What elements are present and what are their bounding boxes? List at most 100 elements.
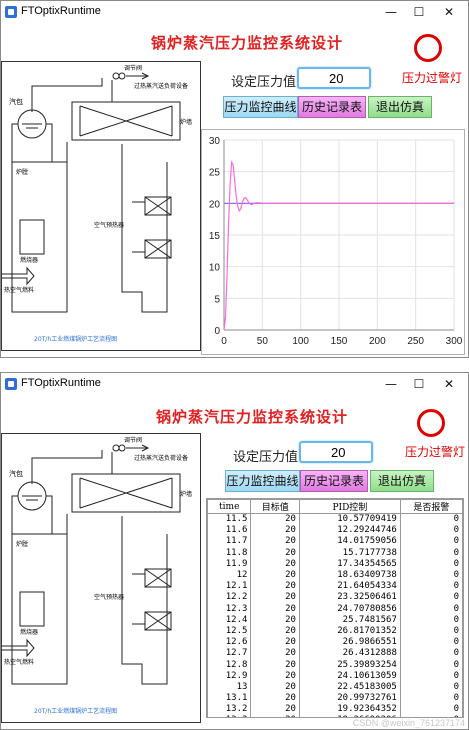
y-tick-label: 5: [214, 294, 220, 305]
table-row[interactable]: 13.32019.266902060: [207, 715, 463, 717]
column-header[interactable]: PID控制: [298, 499, 401, 514]
maximize-button[interactable]: ☐: [413, 5, 425, 19]
table-cell: 20: [250, 558, 300, 570]
exit-simulation-button[interactable]: 退出仿真: [370, 470, 434, 492]
minimize-button[interactable]: —: [385, 377, 397, 391]
x-tick-label: 0: [221, 336, 227, 347]
boiler-process-diagram: 汽包 调节阀 过热蒸汽送负荷设备 炉墙 炉膛 空气预热器 燃烧器 热空气燃料 2…: [1, 433, 201, 723]
x-tick-label: 200: [369, 336, 386, 347]
pressure-curve-button[interactable]: 压力监控曲线: [225, 470, 300, 492]
close-button[interactable]: ✕: [443, 377, 455, 391]
x-tick-label: 100: [292, 336, 309, 347]
table-cell: 22.45183005: [298, 681, 401, 693]
x-tick-label: 50: [257, 336, 269, 347]
table-cell: 0: [399, 648, 463, 660]
x-tick-label: 300: [446, 336, 463, 347]
table-cell: 0: [399, 547, 463, 559]
table-cell: 12.3: [207, 603, 252, 615]
exit-simulation-button[interactable]: 退出仿真: [368, 96, 432, 118]
table-cell: 20: [250, 525, 300, 537]
setpoint-input[interactable]: [297, 67, 371, 89]
x-tick-label: 150: [331, 336, 348, 347]
minimize-button[interactable]: —: [385, 5, 397, 19]
label-superheated-steam: 过热蒸汽送负荷设备: [134, 454, 188, 462]
table-cell: 20: [250, 648, 300, 660]
table-cell: 20: [250, 513, 300, 526]
label-burner: 燃烧器: [20, 628, 38, 636]
table-cell: 18.63409738: [298, 569, 401, 582]
table-cell: 26.81701352: [298, 625, 401, 638]
table-cell: 12.8: [207, 659, 252, 671]
history-table-button[interactable]: 历史记录表: [300, 470, 368, 492]
label-steam-drum: 汽包: [9, 97, 23, 106]
table-cell: 11.6: [207, 525, 252, 537]
table-cell: 11.7: [207, 536, 252, 548]
page-title: 锅炉蒸汽压力监控系统设计: [156, 408, 349, 426]
label-regulating-valve: 调节阀: [124, 436, 142, 444]
pressure-curve-button[interactable]: 压力监控曲线: [223, 96, 298, 118]
table-cell: 20: [250, 704, 300, 716]
table-cell: 13: [207, 681, 252, 693]
table-cell: 21.64054334: [298, 581, 401, 593]
column-header[interactable]: time: [207, 499, 252, 514]
table-cell: 13.3: [207, 715, 252, 717]
table-cell: 11.9: [207, 558, 252, 570]
column-header[interactable]: 目标值: [250, 499, 300, 514]
table-cell: 20: [250, 592, 300, 604]
label-superheated-steam: 过热蒸汽送负荷设备: [134, 82, 188, 90]
x-tick-label: 250: [407, 336, 424, 347]
table-cell: 0: [399, 558, 463, 570]
table-cell: 0: [399, 625, 463, 638]
table-cell: 12.5: [207, 625, 252, 638]
page-title: 锅炉蒸汽压力监控系统设计: [151, 34, 344, 52]
table-cell: 20.99732761: [298, 693, 401, 705]
series-line-1: [223, 159, 454, 331]
y-tick-label: 20: [209, 199, 221, 210]
label-burner: 燃烧器: [20, 256, 38, 264]
table-cell: 12: [207, 569, 252, 582]
y-tick-label: 10: [209, 263, 221, 274]
table-cell: 0: [399, 637, 463, 649]
table-cell: 12.4: [207, 614, 252, 626]
alarm-light-icon: [414, 34, 442, 62]
table-cell: 15.7177738: [298, 547, 401, 559]
history-table-button[interactable]: 历史记录表: [298, 96, 366, 118]
label-furnace: 炉膛: [16, 168, 28, 176]
label-air-preheater: 空气预热器: [94, 593, 124, 601]
table-cell: 20: [250, 581, 300, 593]
boiler-schematic: 汽包 调节阀 过热蒸汽送负荷设备 炉墙 炉膛 空气预热器 燃烧器 热空气燃料 2…: [2, 436, 192, 715]
title-bar: FTOptixRuntime — ☐ ✕: [1, 373, 468, 395]
setpoint-input[interactable]: [299, 441, 373, 463]
label-furnace-wall: 炉墙: [180, 490, 192, 498]
setpoint-label: 设定压力值: [233, 450, 299, 465]
close-button[interactable]: ✕: [443, 5, 455, 19]
column-header[interactable]: 是否报警: [399, 499, 463, 514]
label-steam-drum: 汽包: [9, 469, 23, 478]
table-cell: 0: [399, 525, 463, 537]
boiler-schematic: 汽包 调节阀 过热蒸汽送负荷设备 炉墙 炉膛 空气预热器 燃烧器 热空气燃料 2…: [2, 64, 192, 343]
table-cell: 13.1: [207, 693, 252, 705]
table-cell: 12.1: [207, 581, 252, 593]
table-cell: 12.6: [207, 637, 252, 649]
table-cell: 20: [250, 659, 300, 671]
maximize-button[interactable]: ☐: [413, 377, 425, 391]
